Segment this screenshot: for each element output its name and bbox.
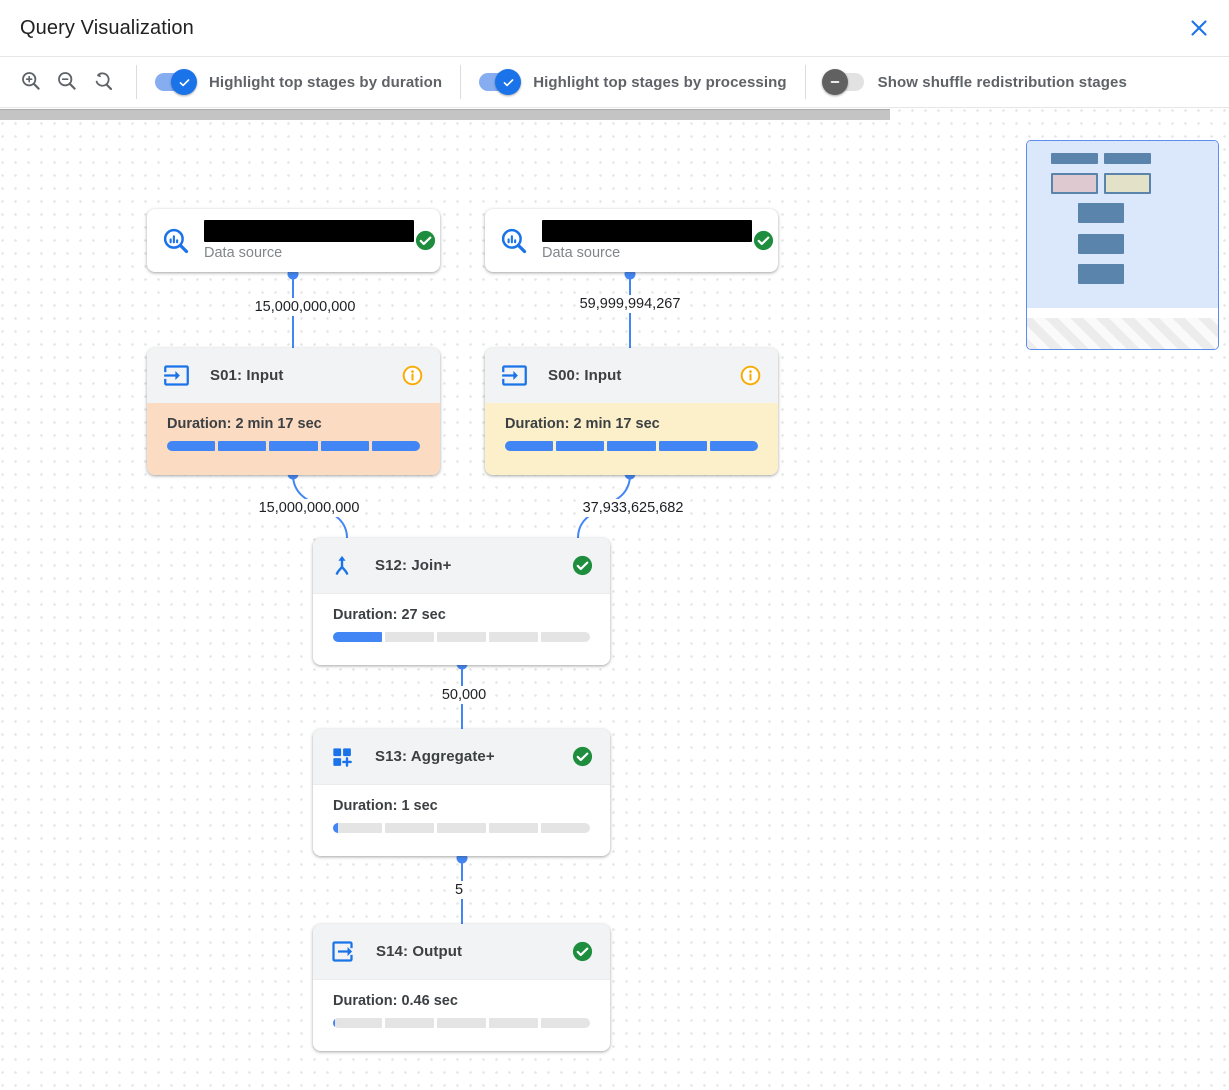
success-check-icon [571, 554, 594, 577]
stage-title: S01: Input [210, 367, 284, 384]
stage-duration: Duration: 0.46 sec [333, 993, 458, 1009]
success-check-icon [414, 229, 437, 252]
stage-duration: Duration: 1 sec [333, 798, 438, 814]
output-icon [329, 938, 356, 965]
horizontal-scrollbar[interactable] [0, 109, 890, 120]
data-source-node-right[interactable]: Data source [485, 209, 778, 272]
stage-progress-bar [333, 1018, 590, 1028]
show-shuffle-toggle[interactable] [821, 69, 864, 95]
toggle-group-processing: Highlight top stages by processing [475, 69, 790, 95]
stage-title: S14: Output [376, 943, 463, 960]
stage-node-s14[interactable]: S14: Output Duration: 0.46 sec [313, 924, 610, 1051]
redacted-table-name [204, 220, 414, 242]
zoom-out-button[interactable] [50, 64, 86, 100]
aggregate-icon [329, 744, 355, 770]
toolbar-divider [804, 65, 806, 99]
toggle-group-duration: Highlight top stages by duration [151, 69, 446, 95]
toolbar-divider [460, 65, 462, 99]
join-icon [329, 553, 355, 579]
success-check-icon [752, 229, 775, 252]
stage-node-s13[interactable]: S13: Aggregate+ Duration: 1 sec [313, 729, 610, 856]
data-source-node-left[interactable]: Data source [147, 209, 440, 272]
minimap-node [1104, 153, 1151, 164]
redacted-table-name [542, 220, 752, 242]
stage-node-s12[interactable]: S12: Join+ Duration: 27 sec [313, 538, 610, 665]
data-source-label: Data source [542, 245, 621, 261]
toggle-group-shuffle: Show shuffle redistribution stages [820, 69, 1131, 95]
info-icon[interactable] [401, 364, 424, 387]
minimap-empty-area [1027, 308, 1218, 318]
edge-row-count: 5 [450, 881, 468, 899]
edge-row-count: 15,000,000,000 [250, 298, 360, 316]
toolbar: Highlight top stages by duration Highlig… [0, 57, 1229, 108]
minimap-node-highlight-processing [1104, 173, 1151, 194]
highlight-duration-toggle[interactable] [155, 69, 197, 95]
zoom-reset-button[interactable] [86, 64, 122, 100]
minimap-node [1078, 203, 1124, 223]
edge-row-count: 59,999,994,267 [575, 295, 685, 313]
stage-node-s01[interactable]: S01: Input Duration: 2 min 17 sec [147, 348, 440, 475]
query-graph-canvas[interactable]: 15,000,000,000 59,999,994,267 15,000,000… [0, 108, 1229, 1090]
close-button[interactable] [1185, 14, 1213, 42]
toolbar-divider [136, 65, 137, 99]
minimap-node [1078, 264, 1124, 284]
toggle-thumb-check-icon [495, 69, 522, 95]
stage-progress-bar [333, 823, 590, 833]
dialog-header: Query Visualization [0, 0, 1229, 57]
zoom-out-icon [58, 72, 76, 90]
highlight-processing-toggle[interactable] [479, 69, 522, 95]
input-icon [501, 362, 528, 389]
data-source-label: Data source [204, 245, 283, 261]
toggle-thumb-check-icon [171, 69, 197, 95]
stage-duration: Duration: 2 min 17 sec [505, 416, 660, 432]
stage-progress-bar [333, 632, 590, 642]
minimap-node [1078, 234, 1124, 254]
success-check-icon [571, 940, 594, 963]
stage-progress-bar [505, 441, 759, 451]
edge-row-count: 15,000,000,000 [254, 499, 364, 517]
show-shuffle-label: Show shuffle redistribution stages [877, 73, 1127, 91]
info-icon[interactable] [739, 364, 762, 387]
stage-progress-bar [167, 441, 421, 451]
minimap-node [1051, 153, 1098, 164]
page-title: Query Visualization [20, 16, 194, 39]
table-search-icon [161, 226, 191, 256]
close-icon [1191, 20, 1207, 36]
highlight-duration-label: Highlight top stages by duration [209, 73, 443, 91]
edge-row-count: 50,000 [437, 686, 491, 704]
stage-duration: Duration: 27 sec [333, 607, 446, 623]
stage-node-s00[interactable]: S00: Input Duration: 2 min 17 sec [485, 348, 778, 475]
input-icon [163, 362, 190, 389]
minimap-out-of-bounds-hatch [1027, 318, 1218, 349]
zoom-in-icon [22, 72, 40, 90]
highlight-processing-label: Highlight top stages by processing [533, 73, 787, 91]
stage-title: S00: Input [548, 367, 622, 384]
minimap-node-highlight-duration [1051, 173, 1098, 194]
minimap-viewport [1027, 141, 1218, 308]
minimap[interactable] [1026, 140, 1219, 350]
edge-row-count: 37,933,625,682 [578, 499, 688, 517]
success-check-icon [571, 745, 594, 768]
zoom-reset-icon [95, 72, 113, 91]
stage-title: S13: Aggregate+ [375, 748, 495, 765]
table-search-icon [499, 226, 529, 256]
stage-duration: Duration: 2 min 17 sec [167, 416, 322, 432]
zoom-in-button[interactable] [14, 64, 50, 100]
stage-title: S12: Join+ [375, 557, 452, 574]
toggle-thumb-minus-icon [821, 69, 848, 95]
